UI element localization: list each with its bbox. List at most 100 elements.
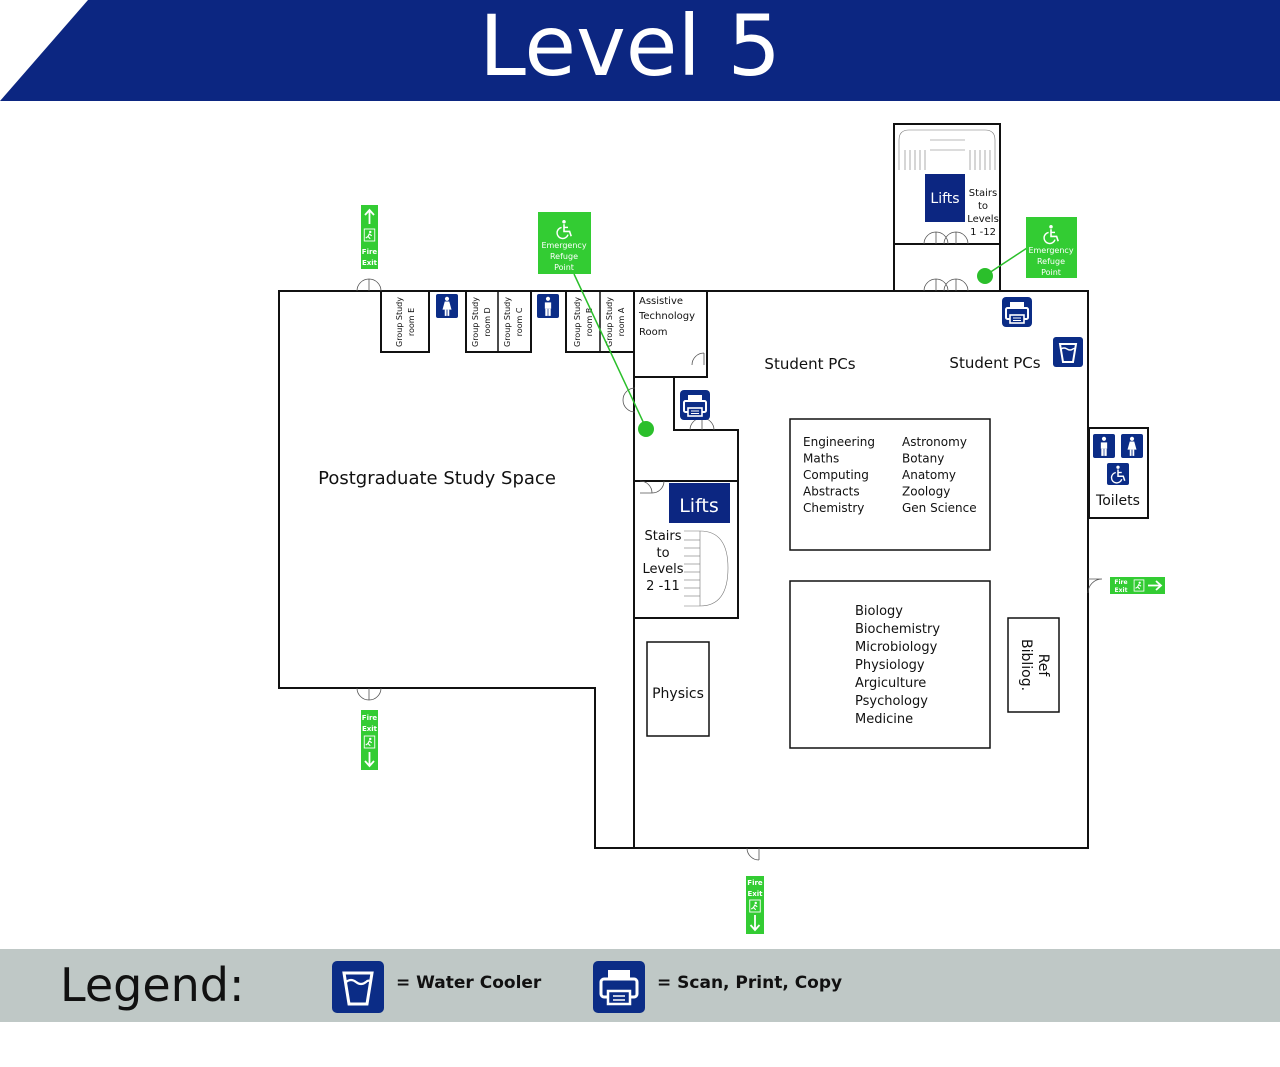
printer-icon[interactable] (679, 389, 711, 421)
fire-exit-sign-east: Fire Exit (1110, 577, 1165, 594)
shelf-label: Chemistry (803, 501, 864, 515)
room-postgraduate-study-space: Postgraduate Study Space (318, 468, 556, 489)
page-title: Level 5 (479, 0, 781, 95)
svg-text:room B: room B (585, 308, 594, 337)
refuge-sign-west: Emergency Refuge Point (538, 212, 591, 274)
shelf-label: Gen Science (902, 501, 977, 515)
room-group-study-a: Group Study room A (605, 297, 626, 347)
svg-text:Emergency: Emergency (541, 241, 586, 250)
female-toilet-icon (1121, 434, 1143, 458)
svg-text:Group Study: Group Study (471, 297, 480, 347)
north-stairs-line4: 1 -12 (970, 227, 996, 238)
svg-text:Fire: Fire (747, 879, 763, 887)
room-group-study-d: Group Study room D (471, 297, 492, 347)
legend-bar: Legend: = Water Cooler = Scan, Print, Co… (0, 949, 1280, 1022)
svg-text:Bibliog.: Bibliog. (1018, 639, 1034, 691)
svg-text:Fire: Fire (1114, 579, 1127, 586)
north-stairs (898, 129, 996, 170)
room-toilets: Toilets (1095, 493, 1140, 509)
shelf-label: Argiculture (855, 676, 926, 691)
male-toilet-icon (537, 294, 559, 318)
svg-text:Exit: Exit (362, 725, 378, 733)
north-lifts-label: Lifts (930, 191, 959, 207)
svg-text:room E: room E (407, 308, 416, 336)
legend-water-label: = Water Cooler (396, 973, 542, 993)
svg-text:Group Study: Group Study (605, 297, 614, 347)
header-banner: Level 5 (0, 0, 1280, 101)
shelf-label: Biology (855, 604, 903, 619)
central-stairs-line2: to (656, 546, 669, 561)
shelf-label: Botany (902, 452, 944, 466)
room-group-study-e: Group Study room E (395, 297, 416, 347)
svg-text:Exit: Exit (747, 890, 763, 898)
north-stairs-line3: Levels (967, 214, 999, 225)
room-group-study-b: Group Study room B (573, 297, 594, 347)
svg-text:Group Study: Group Study (395, 297, 404, 347)
legend-print-label: = Scan, Print, Copy (657, 973, 843, 993)
room-student-pcs-2: Student PCs (949, 354, 1040, 372)
svg-text:Assistive: Assistive (639, 296, 683, 307)
wheelchair-icon (1107, 463, 1129, 485)
shelf-label: Anatomy (902, 468, 956, 482)
doors (356, 231, 1103, 861)
svg-text:Fire: Fire (362, 248, 378, 256)
water-cooler-icon (332, 961, 384, 1013)
room-ref-bibliog: Ref Bibliog. (1018, 639, 1051, 691)
refuge-point-marker (977, 268, 993, 284)
shelf-label: Physiology (855, 658, 925, 673)
refuge-sign-east: Emergency Refuge Point (1026, 217, 1077, 278)
floor-plan: Lifts Stairs to Levels 1 -12 Lifts Stair… (278, 123, 1165, 934)
shelf-list-biology: BiologyBiochemistryMicrobiologyPhysiolog… (855, 604, 940, 727)
svg-text:Ref: Ref (1035, 654, 1051, 678)
svg-text:Exit: Exit (1115, 587, 1128, 594)
svg-text:Point: Point (554, 263, 574, 272)
shelf-label: Abstracts (803, 485, 860, 499)
room-physics: Physics (652, 686, 704, 702)
svg-text:room C: room C (515, 307, 524, 336)
shelf-label: Zoology (902, 485, 950, 499)
svg-text:Fire: Fire (362, 714, 378, 722)
central-stairs-line3: Levels (642, 562, 683, 577)
svg-text:Technology: Technology (638, 311, 695, 322)
shelf-label: Engineering (803, 435, 875, 449)
water-cooler-icon[interactable] (1052, 336, 1084, 368)
male-toilet-icon (1093, 434, 1115, 458)
shelf-label: Psychology (855, 694, 928, 709)
building-walls (278, 123, 1149, 849)
room-group-study-c: Group Study room C (503, 297, 524, 347)
svg-text:Emergency: Emergency (1028, 246, 1073, 255)
svg-text:Room: Room (639, 327, 667, 338)
svg-text:room A: room A (617, 307, 626, 336)
shelf-label: Maths (803, 452, 839, 466)
printer-icon (593, 961, 645, 1013)
central-stairs-line4: 2 -11 (646, 579, 680, 594)
female-toilet-icon (436, 294, 458, 318)
svg-text:Group Study: Group Study (503, 297, 512, 347)
central-stairs-line1: Stairs (644, 529, 681, 544)
central-lifts-label: Lifts (679, 495, 719, 517)
printer-icon[interactable] (1001, 296, 1033, 328)
shelf-label: Biochemistry (855, 622, 940, 637)
legend-title: Legend: (60, 958, 245, 1012)
svg-text:Group Study: Group Study (573, 297, 582, 347)
north-stairs-line1: Stairs (969, 188, 998, 199)
refuge-point-marker (638, 421, 654, 437)
room-assistive-technology: Assistive Technology Room (638, 296, 695, 338)
shelf-list-engineering: EngineeringMathsComputingAbstractsChemis… (803, 435, 875, 515)
fire-exit-sign-south: Fire Exit (746, 876, 764, 934)
central-stairs (684, 530, 729, 607)
shelf-label: Astronomy (902, 435, 967, 449)
shelf-label: Medicine (855, 712, 913, 727)
svg-text:room D: room D (483, 307, 492, 336)
header-shape (0, 0, 1280, 101)
svg-text:Exit: Exit (362, 259, 378, 267)
fire-exit-sign-north: Fire Exit (361, 205, 378, 269)
fire-exit-sign-southwest: Fire Exit (361, 710, 378, 770)
shelf-label: Microbiology (855, 640, 938, 655)
central-lifts-box (669, 483, 730, 523)
room-student-pcs-1: Student PCs (764, 355, 855, 373)
svg-text:Point: Point (1041, 268, 1061, 277)
svg-text:Refuge: Refuge (550, 252, 578, 261)
north-stairs-line2: to (978, 201, 988, 212)
